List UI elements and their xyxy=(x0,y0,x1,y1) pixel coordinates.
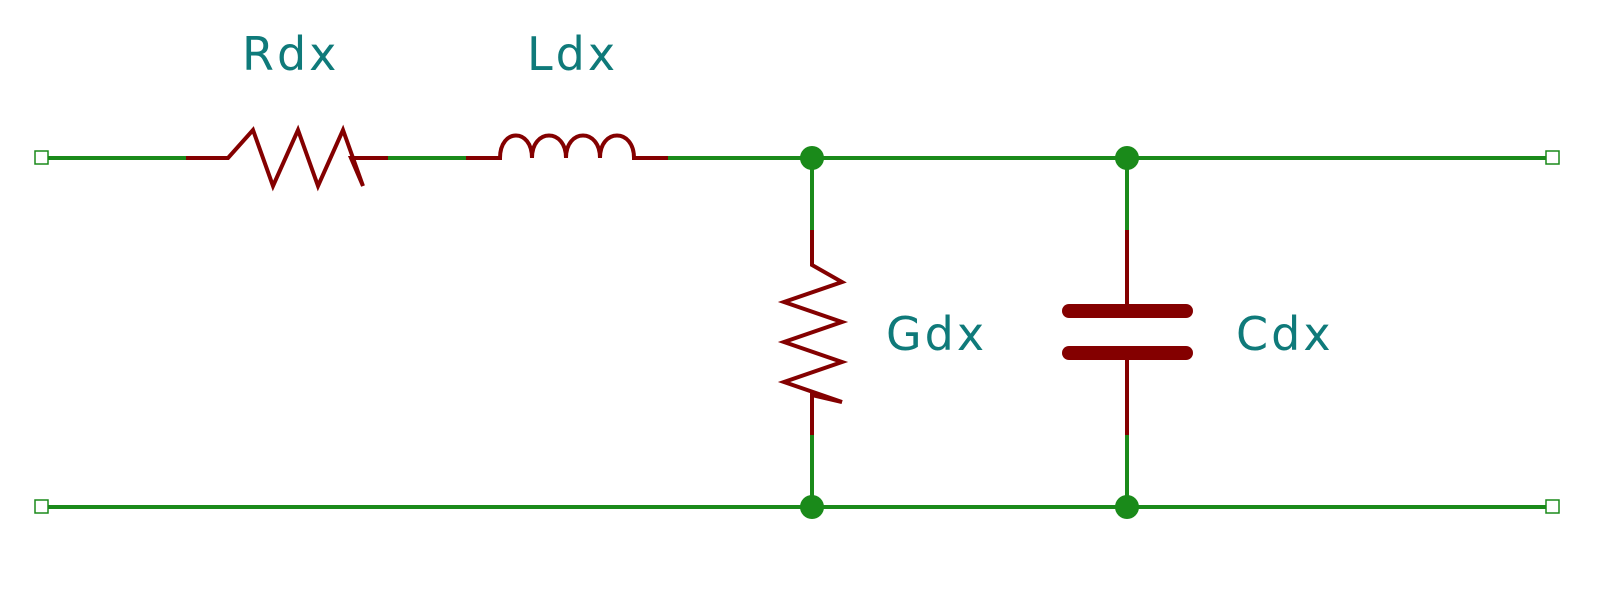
port-output-top[interactable] xyxy=(1545,150,1560,165)
series-resistor[interactable] xyxy=(186,124,388,192)
resistor-symbol xyxy=(186,124,388,192)
series-resistor-label: Rdx xyxy=(242,27,339,81)
port-input-bottom[interactable] xyxy=(34,499,49,514)
shunt-capacitor-label: Cdx xyxy=(1236,307,1334,361)
conductance-resistor-symbol xyxy=(777,230,849,435)
inductor-symbol xyxy=(466,133,668,160)
junction-node-top-1 xyxy=(800,146,824,170)
port-input-top[interactable] xyxy=(34,150,49,165)
series-inductor-label: Ldx xyxy=(527,27,618,81)
port-output-bottom[interactable] xyxy=(1545,499,1560,514)
junction-node-top-2 xyxy=(1115,146,1139,170)
series-inductor[interactable] xyxy=(466,133,668,160)
shunt-conductance-label: Gdx xyxy=(886,307,987,361)
shunt-capacitor[interactable] xyxy=(1062,158,1193,507)
shunt-conductance[interactable] xyxy=(777,158,849,507)
junction-node-bottom-1 xyxy=(800,495,824,519)
junction-node-bottom-2 xyxy=(1115,495,1139,519)
